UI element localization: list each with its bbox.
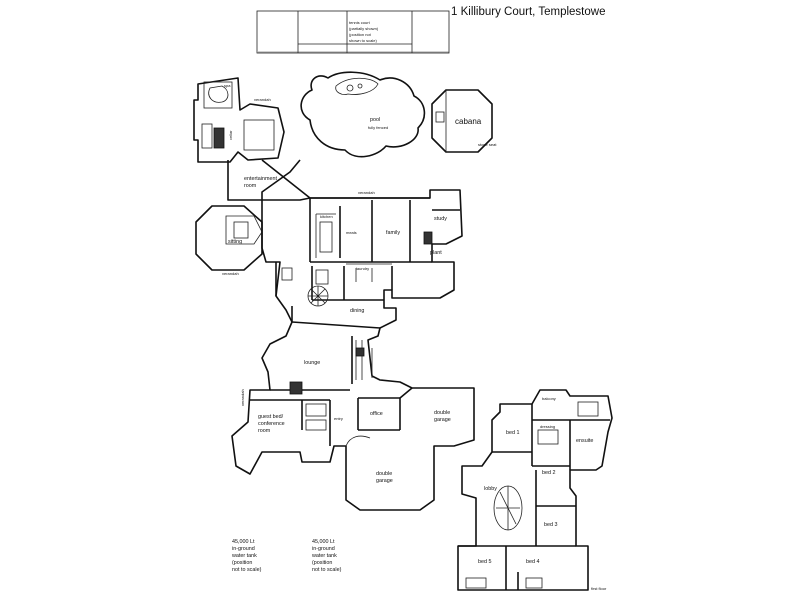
verandah-label-2: verandah — [358, 190, 375, 195]
family-label: family — [386, 230, 400, 236]
dining-label: dining — [350, 308, 364, 314]
bed3-label: bed 3 — [544, 522, 558, 528]
pool-sublabel: fully fenced — [368, 125, 388, 130]
tank1-line1: 45,000 Lt — [232, 539, 255, 545]
first-floor — [457, 389, 613, 591]
cabana-label: cabana — [455, 117, 482, 126]
garage-label-1b: garage — [434, 417, 451, 423]
ground-floor — [193, 77, 475, 511]
tank1-line4: (position — [232, 560, 252, 566]
verandah-label-3: verandah — [222, 271, 239, 276]
cellar-label: cellar — [228, 130, 233, 140]
pool — [300, 71, 426, 158]
tank2-line5: not to scale) — [312, 567, 342, 573]
tennis-court — [256, 10, 450, 54]
bed5-label: bed 5 — [478, 559, 492, 565]
tank2-line4: (position — [312, 560, 332, 566]
bed4-label: bed 4 — [526, 559, 540, 565]
tennis-court-label-3: (position not — [349, 32, 372, 37]
lobby-label: lobby — [484, 486, 497, 492]
laundry-label: laundry — [356, 266, 369, 271]
pool-label: pool — [370, 117, 380, 123]
ensuite-label: ensuite — [576, 438, 593, 444]
lounge-label: lounge — [304, 360, 320, 366]
office-label: office — [370, 411, 383, 417]
tennis-court-label-1: tennis court — [349, 20, 371, 25]
bed2-label: bed 2 — [542, 470, 556, 476]
tennis-court-label-4: shown to scale) — [349, 38, 377, 43]
dressing-label: dressing — [540, 424, 555, 429]
cabana-sublabel: stone seat — [478, 142, 497, 147]
cabana — [431, 89, 493, 153]
entertainment-label-2: room — [244, 183, 257, 189]
garage-label-2a: double — [376, 471, 392, 477]
guest-label-2: conference — [258, 421, 285, 427]
meals-label: meals — [346, 230, 357, 235]
guest-label-1: guest bed/ — [258, 414, 284, 420]
tank2-line1: 45,000 Lt — [312, 539, 335, 545]
tank1-line2: in-ground — [232, 546, 255, 552]
study-label: study — [434, 216, 447, 222]
entry-label: entry — [334, 416, 343, 421]
bed1-label: bed 1 — [506, 430, 520, 436]
kitchen-label: kitchen — [320, 214, 333, 219]
garage-label-1a: double — [434, 410, 450, 416]
tank1-line5: not to scale) — [232, 567, 262, 573]
tank2-line3: water tank — [311, 553, 337, 559]
verandah-label-1: verandah — [254, 97, 271, 102]
spa-label: spa — [224, 83, 231, 88]
tennis-court-label-2: (partially shown) — [349, 26, 379, 31]
sitting-label: sitting — [228, 239, 242, 245]
verandah-label-4: verandah — [240, 389, 245, 406]
page-title: 1 Killibury Court, Templestowe — [451, 6, 606, 18]
tank1-line3: water tank — [231, 553, 257, 559]
plant-label: plant — [430, 250, 442, 256]
entertainment-label-1: entertainment — [244, 176, 277, 182]
first-floor-label: first floor — [591, 586, 607, 591]
balcony-label: balcony — [542, 396, 556, 401]
tank2-line2: in-ground — [312, 546, 335, 552]
garage-label-2b: garage — [376, 478, 393, 484]
guest-label-3: room — [258, 428, 271, 434]
